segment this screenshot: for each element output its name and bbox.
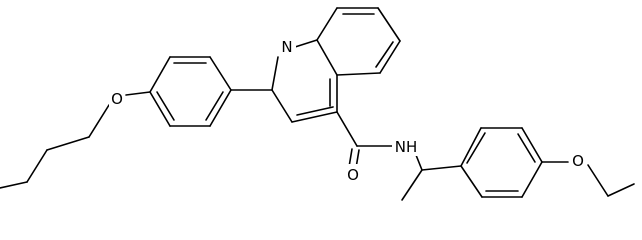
- bond: [607, 183, 635, 197]
- amide-nh-label: NH: [395, 138, 418, 156]
- bond: [460, 165, 483, 198]
- atom-o-ethoxy: O: [569, 150, 587, 170]
- bond: [521, 127, 543, 163]
- bond: [209, 89, 232, 127]
- bond: [149, 91, 171, 127]
- bond: [421, 165, 462, 171]
- bond: [375, 41, 394, 68]
- molecule-diagram: N O NH O O: [0, 7, 635, 201]
- ethoxyphenyl-ring: [460, 127, 635, 198]
- bond: [46, 136, 90, 151]
- bond: [379, 40, 401, 74]
- bond: [336, 111, 358, 147]
- bond: [149, 56, 171, 93]
- bond: [125, 91, 151, 96]
- butoxyphenyl-ring: [125, 56, 273, 127]
- bond: [294, 39, 318, 48]
- bond: [316, 7, 338, 41]
- bond: [460, 127, 482, 167]
- atom-o-carbonyl: O: [345, 164, 361, 184]
- bond: [291, 111, 338, 123]
- bond: [517, 133, 536, 163]
- butoxy-oxygen-label: O: [111, 90, 123, 108]
- bond: [296, 106, 334, 116]
- bond: [156, 91, 175, 121]
- atom-o-butoxy: O: [109, 88, 125, 108]
- bond: [26, 149, 48, 183]
- bond: [271, 89, 293, 123]
- bond: [401, 169, 423, 201]
- quinoline-benzo-ring: [316, 7, 401, 76]
- bond: [205, 91, 224, 121]
- atom-nh-amide: NH: [392, 136, 420, 156]
- bond: [209, 56, 232, 91]
- carbonyl-oxygen-label: O: [347, 166, 359, 184]
- bond: [521, 161, 543, 198]
- ethoxy-oxygen-label: O: [572, 152, 584, 170]
- quinoline-pyridine-ring: [271, 39, 338, 123]
- molecule-structure: N O NH O O: [0, 7, 635, 201]
- bond: [587, 164, 609, 197]
- butyl-chain: [0, 104, 110, 189]
- bond: [316, 39, 338, 76]
- bond: [466, 132, 486, 164]
- bond: [336, 72, 381, 76]
- bond: [88, 104, 110, 138]
- nitrogen-label: N: [281, 38, 292, 56]
- atom-n-quinoline: N: [278, 36, 296, 56]
- bond: [271, 56, 279, 91]
- bond: [0, 181, 28, 189]
- bond: [377, 7, 401, 42]
